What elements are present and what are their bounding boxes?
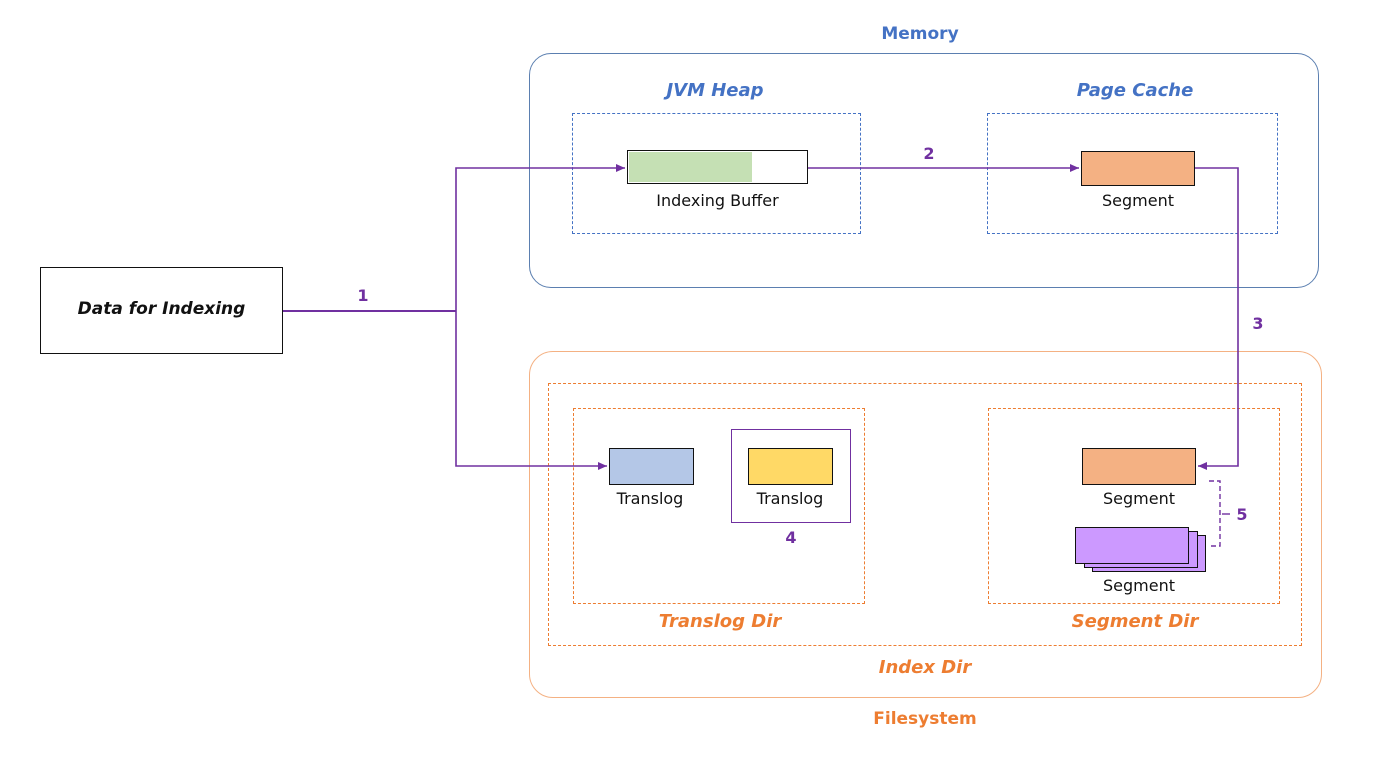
- memory-title: Memory: [881, 24, 959, 44]
- jvm-heap-title: JVM Heap: [666, 80, 764, 101]
- translog-dir-box: [573, 408, 865, 604]
- translog-dir-title: Translog Dir: [658, 611, 782, 632]
- index-dir-box: [548, 383, 1302, 646]
- arrow-step1-to-translog: [455, 311, 607, 470]
- disk-segment: [1082, 448, 1196, 485]
- step-5-label: 5: [1236, 505, 1248, 524]
- filesystem-title: Filesystem: [873, 709, 977, 729]
- translog-blue: [609, 448, 694, 485]
- page-cache-segment: [1081, 151, 1195, 186]
- indexing-buffer-label: Indexing Buffer: [656, 191, 779, 210]
- merged-segment-front: [1075, 527, 1189, 564]
- translog-fsync-frame: [731, 429, 851, 523]
- translog-yellow-label: Translog: [756, 489, 824, 508]
- merged-segment-label: Segment: [1103, 576, 1175, 595]
- segment-dir-box: [988, 408, 1280, 604]
- data-for-indexing-label: Data for Indexing: [77, 299, 246, 319]
- page-cache-box: [987, 113, 1278, 234]
- translog-yellow: [748, 448, 833, 485]
- step-1-label: 1: [357, 286, 369, 305]
- translog-blue-label: Translog: [616, 489, 684, 508]
- arrow-step3-flush: [1195, 167, 1239, 470]
- page-cache-title: Page Cache: [1076, 80, 1194, 101]
- step-4-label: 4: [785, 528, 797, 547]
- page-cache-segment-label: Segment: [1102, 191, 1174, 210]
- segment-dir-title: Segment Dir: [1071, 611, 1199, 632]
- jvm-heap-box: [572, 113, 861, 234]
- step-3-label: 3: [1252, 314, 1264, 333]
- arrow-step1-to-buffer: [455, 164, 625, 311]
- data-for-indexing-box: [40, 267, 283, 354]
- disk-segment-label: Segment: [1103, 489, 1175, 508]
- indexing-buffer-fill: [629, 152, 752, 182]
- filesystem-region: [529, 351, 1322, 698]
- index-dir-title: Index Dir: [878, 657, 972, 678]
- indexing-buffer: [627, 150, 808, 184]
- step-2-label: 2: [923, 144, 935, 163]
- merge-bracket: [1209, 480, 1221, 547]
- memory-region: [529, 53, 1319, 288]
